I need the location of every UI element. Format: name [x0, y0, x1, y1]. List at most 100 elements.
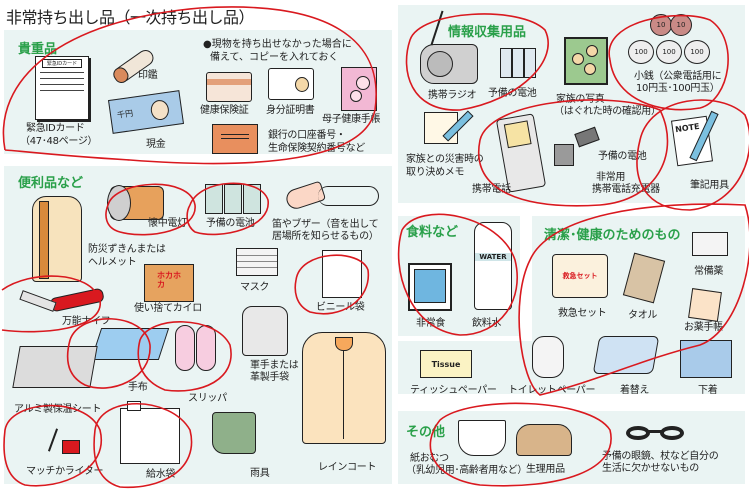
coin-10b-text: 10 [676, 21, 686, 29]
disaster-hood-icon [32, 196, 82, 282]
rain-boots-icon [212, 412, 256, 454]
label-drinking-water: 飲料水 [472, 318, 502, 329]
label-spare-batteries: 予備の電池 [206, 218, 255, 229]
insurance-card-icon [206, 72, 252, 102]
underwear-icon [680, 340, 732, 378]
water-bottle-icon: WATER [474, 222, 512, 310]
label-radio-batteries: 予備の電池 [488, 88, 537, 99]
coin-100c-icon: 100 [684, 40, 710, 64]
label-rain-gear: 雨具 [250, 468, 270, 479]
label-emergency-food: 非常食 [416, 318, 446, 329]
label-blanket: 手布 [128, 382, 148, 393]
water-bottle-text: WATER [475, 253, 511, 261]
toilet-paper-icon [532, 336, 564, 378]
label-first-aid-kit: 救急セット [558, 308, 607, 319]
label-whistle-location: 居場所を知らせるもの） [272, 231, 379, 242]
thermal-sheet-icon [12, 346, 98, 388]
label-family-disaster-memo: 家族との災害時の [406, 154, 484, 165]
identification-icon [268, 68, 314, 100]
label-maternal-handbook: 母子健康手帳 [322, 114, 381, 125]
label-coin-types: 10円玉･100円玉） [636, 83, 720, 94]
plastic-bag-icon [322, 250, 362, 298]
family-photo-icon [564, 37, 608, 85]
label-disposable-warmer: 使い捨てカイロ [134, 303, 202, 314]
coin-100b-icon: 100 [656, 40, 682, 64]
label-life-insurance: 生命保険契約番号など [268, 143, 365, 154]
label-regular-medicine: 常備薬 [694, 266, 724, 277]
coin-10-icon: 10 [650, 14, 672, 36]
hand-warmer-icon: ホカホカ [144, 264, 194, 302]
label-raincoat: レインコート [318, 462, 377, 473]
slipper-right-icon [196, 325, 216, 371]
label-photo-purpose: （はぐれた時の確認用） [554, 106, 661, 117]
convenience-heading: 便利品など [18, 176, 84, 191]
label-change-of-clothes: 着替え [620, 385, 650, 396]
label-daily-essentials: 生活に欠かせないもの [602, 463, 699, 474]
label-medicine-notebook: お薬手帳 [684, 322, 723, 333]
label-bank-account: 銀行の口座番号・ [268, 130, 346, 141]
blanket-icon [90, 328, 170, 360]
valuables-note-line2: 備えて、コピーを入れておく [210, 52, 339, 63]
coin-10-text: 10 [656, 21, 666, 29]
gloves-icon [242, 306, 288, 356]
battery-icon [205, 184, 261, 214]
first-aid-kit-text: 救急セット [562, 272, 598, 280]
label-mobile-phone: 携帯電話 [472, 184, 511, 195]
first-aid-kit-icon: 救急セット [552, 254, 608, 298]
coin-100-text: 100 [634, 48, 648, 56]
label-id-card-pages: （47･48ページ） [20, 136, 98, 147]
food-heading: 食料など [406, 225, 459, 240]
label-slippers: スリッパ [188, 393, 227, 404]
label-thermal-sheet: アルミ製保温シート [14, 404, 102, 415]
diaper-icon [458, 420, 506, 456]
label-water-bag: 給水袋 [146, 469, 176, 480]
change-of-clothes-icon [592, 336, 660, 374]
label-whistle-buzzer: 笛やブザー（音を出して [272, 219, 379, 230]
label-portable-radio: 携帯ラジオ [428, 90, 477, 101]
charger-icon [554, 144, 574, 166]
other-heading: その他 [406, 425, 446, 440]
label-towel: タオル [628, 310, 658, 321]
label-toilet-paper: トイレットペーパー [508, 385, 596, 396]
matchbox-icon [62, 440, 80, 454]
label-writing-tools: 筆記用具 [690, 180, 729, 191]
sanitary-pouch-icon [516, 424, 572, 456]
flashlight-icon [107, 185, 164, 221]
valuables-heading: 貴重品 [18, 42, 58, 57]
portable-radio-icon [420, 44, 478, 84]
tissue-box-text: Tissue [431, 360, 461, 369]
label-leather-gloves: 革製手袋 [250, 372, 289, 383]
label-match-lighter: マッチかライター [26, 466, 104, 477]
label-mask: マスク [240, 282, 270, 293]
whistle-strap-icon [318, 186, 379, 206]
label-flashlight: 懐中電灯 [148, 218, 187, 229]
id-card-text: 緊急IDカード [42, 59, 82, 68]
label-id-card: 緊急IDカード [26, 123, 85, 134]
medicine-notebook-icon [688, 288, 722, 322]
label-diaper-types: （乳幼児用･高齢者用など） [406, 465, 528, 476]
coin-10b-icon: 10 [670, 14, 692, 36]
label-identification: 身分証明書 [266, 105, 315, 116]
maternal-handbook-icon [341, 67, 377, 111]
coin-100b-text: 100 [662, 48, 676, 56]
hand-warmer-text: ホカホカ [157, 271, 181, 289]
label-plastic-bag: ビニール袋 [316, 302, 365, 313]
bankbook-icon [212, 124, 258, 154]
eyeglasses-icon [626, 424, 692, 444]
label-phone-charger: 携帯電話充電器 [592, 184, 660, 195]
label-sanitary-products: 生理用品 [526, 464, 565, 475]
label-underwear: 下着 [698, 385, 718, 396]
label-multitool: 万能ナイフ [62, 316, 111, 327]
emergency-food-icon [408, 263, 452, 311]
medicine-icon [692, 232, 728, 256]
water-bag-icon [120, 401, 180, 464]
cash-text: 千円 [116, 108, 134, 120]
slippers-icon [175, 325, 195, 371]
id-card-icon: 緊急IDカード [35, 56, 89, 120]
label-cash: 現金 [146, 139, 166, 150]
tissue-box-icon: Tissue [420, 350, 472, 378]
label-emergency: 非常用 [596, 172, 626, 183]
valuables-note-line1: ●現物を持ち出せなかった場合に [203, 39, 352, 50]
page-title: 非常持ち出し品（一次持ち出し品） [6, 8, 255, 27]
label-agreement-memo: 取り決めメモ [406, 167, 465, 178]
